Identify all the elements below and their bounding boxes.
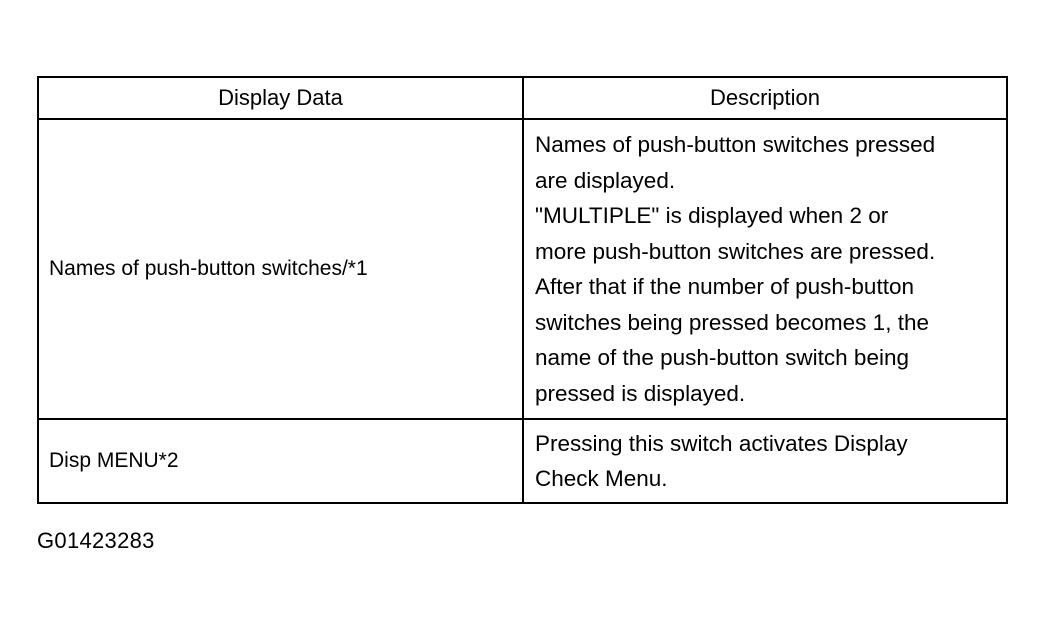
header-description: Description xyxy=(522,76,1008,120)
description-line: more push-button switches are pressed. xyxy=(535,238,936,264)
figure-id: G01423283 xyxy=(37,528,155,553)
display-data-table: Display Data Description Names of push-b… xyxy=(37,76,1008,504)
display-data-cell: Disp MENU*2 xyxy=(37,418,524,504)
table-header-row: Display Data Description xyxy=(37,76,1008,120)
description-line: switches being pressed becomes 1, the xyxy=(535,309,929,335)
display-data-cell: Names of push-button switches/*1 xyxy=(37,118,524,420)
description-line: Pressing this switch activates Display xyxy=(535,430,908,456)
description-cell: Names of push-button switches pressed ar… xyxy=(522,118,1008,420)
table-row: Names of push-button switches/*1 Names o… xyxy=(37,118,1008,420)
table-row: Disp MENU*2 Pressing this switch activat… xyxy=(37,418,1008,504)
header-display-data: Display Data xyxy=(37,76,524,120)
description-line: Check Menu. xyxy=(535,466,668,491)
description-line: After that if the number of push-button xyxy=(535,274,914,299)
description-line: pressed is displayed. xyxy=(535,380,746,406)
description-cell: Pressing this switch activates Display C… xyxy=(522,418,1008,504)
description-line: are displayed. xyxy=(535,167,676,193)
description-line: name of the push-button switch being xyxy=(535,345,909,370)
description-line: Names of push-button switches pressed xyxy=(535,132,936,157)
description-line: "MULTIPLE" is displayed when 2 or xyxy=(535,203,889,228)
